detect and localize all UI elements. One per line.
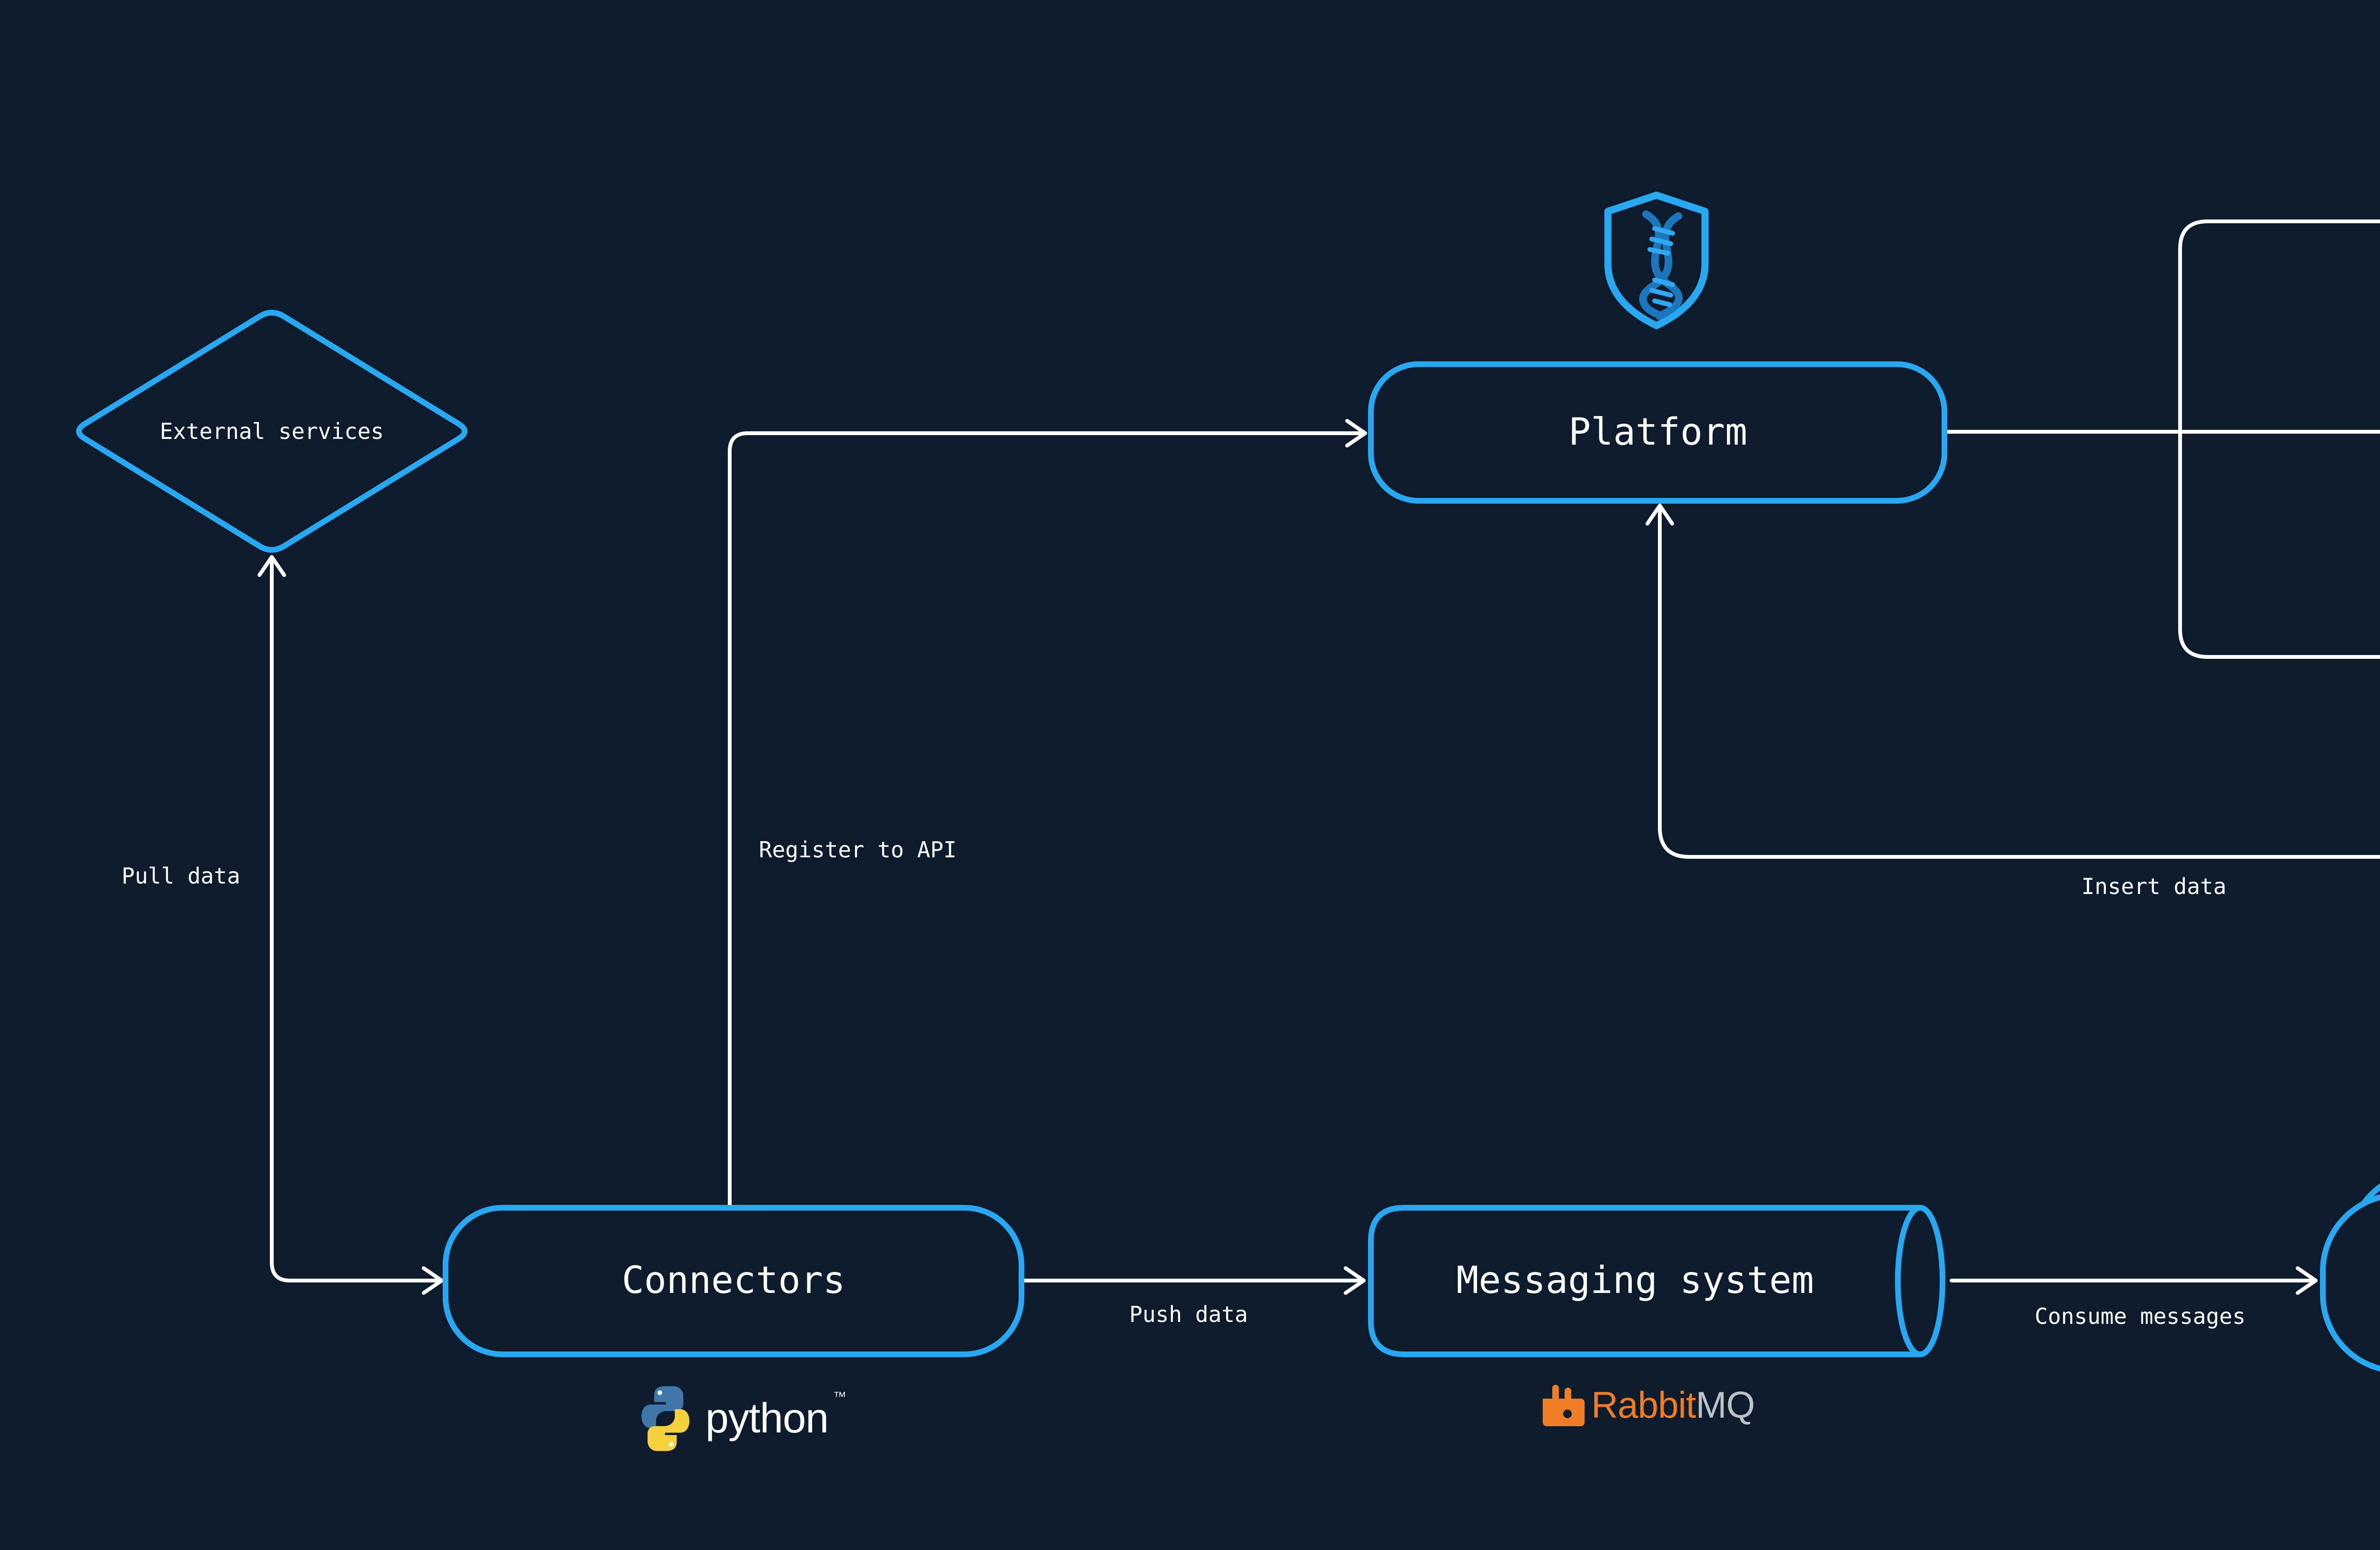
external-services-node <box>76 309 468 553</box>
arrowhead-right-connectors <box>422 1266 444 1295</box>
platform-shield-icon <box>1604 191 1709 329</box>
arrowhead-up-platform <box>1646 504 1674 526</box>
mq-word-part: MQ <box>1696 1384 1755 1426</box>
edge-platform-storage <box>2178 430 2380 659</box>
arrowhead-up-external-services <box>258 555 286 577</box>
diagram-nodes <box>76 309 2380 1372</box>
platform-node <box>1368 361 1947 504</box>
connectors-node <box>443 1205 1024 1357</box>
rabbitmq-brand: RabbitMQ <box>1540 1383 1755 1427</box>
register-to-api-label: Register to API <box>759 837 957 863</box>
rabbitmq-icon <box>1543 1384 1585 1426</box>
python-brand-connectors: python ™ <box>637 1381 846 1456</box>
external-services-label: External services <box>159 418 384 444</box>
python-icon <box>641 1386 690 1451</box>
edge-insert-data <box>1658 507 2380 859</box>
messaging-system-label: Messaging system <box>1456 1259 1814 1302</box>
edge-platform-database <box>2178 219 2380 434</box>
connector-lines <box>258 219 2380 1295</box>
consume-messages-label: Consume messages <box>2034 1303 2246 1329</box>
rabbit-word-part: Rabbit <box>1591 1384 1696 1426</box>
python-wordmark: python <box>705 1394 829 1441</box>
edge-pull-data <box>270 560 441 1282</box>
workers-box-front <box>2320 1194 2380 1372</box>
connectors-label: Connectors <box>622 1259 845 1302</box>
rabbitmq-wordmark: RabbitMQ <box>1591 1383 1755 1427</box>
arrowhead-right-messaging <box>1344 1266 1366 1295</box>
edge-register-to-api <box>728 431 1364 1210</box>
push-data-label: Push data <box>1129 1302 1248 1327</box>
messaging-system-node <box>1368 1205 1945 1357</box>
platform-label: Platform <box>1568 411 1747 454</box>
pull-data-label: Pull data <box>121 863 240 889</box>
arrowhead-right-workers <box>2296 1266 2318 1295</box>
arrowhead-right-platform <box>1345 419 1367 447</box>
python-tm-mark: ™ <box>833 1389 847 1404</box>
insert-data-label: Insert data <box>2081 874 2227 899</box>
workers-node <box>2320 1183 2380 1372</box>
